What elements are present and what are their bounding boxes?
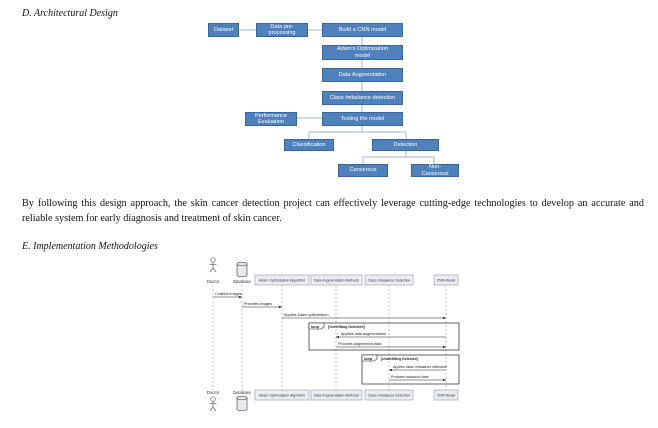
participant-database-top: Database bbox=[233, 279, 252, 284]
loop-overfitting-frame bbox=[308, 322, 460, 351]
flow-cancerous: Cancerous bbox=[338, 164, 388, 177]
flow-augmentation-label: Data Augmentation bbox=[338, 71, 387, 78]
lifelines bbox=[212, 285, 447, 390]
participant-adam-top-box bbox=[254, 274, 310, 286]
participant-cnn-top: CNN Model bbox=[437, 279, 456, 283]
participant-adam-top: Adam Optimization Algorithm bbox=[259, 279, 305, 283]
flow-preprocessing-label: Data pre- processing bbox=[268, 23, 296, 36]
participant-imbalance-top: Class Imbalance Detection bbox=[368, 279, 411, 283]
participant-doctor-bottom: Doctor bbox=[207, 390, 220, 395]
flow-performance: Performance Evaluation bbox=[245, 112, 297, 126]
flow-testing-label: Testing the model bbox=[340, 115, 385, 122]
loop-underfitting-guard: [Underfitting Detected] bbox=[381, 357, 418, 361]
flow-testing: Testing the model bbox=[322, 112, 403, 126]
msg-collects: Collects images bbox=[215, 292, 242, 296]
participant-imbalance-bottom: Class Imbalance Detection bbox=[368, 394, 411, 398]
participant-adam-bottom: Adam Optimization Algorithm bbox=[259, 394, 305, 398]
section-e-heading: E. Implementation Methodologies bbox=[22, 241, 158, 252]
loop-overfitting-tab bbox=[308, 322, 325, 330]
actor-doctor-bottom bbox=[209, 396, 217, 412]
flow-build-cnn: Build a CNN model bbox=[322, 23, 403, 37]
flow-non-cancerous: Non- Cancerous bbox=[411, 164, 459, 177]
msg-applies-aug: Applies data augmentation bbox=[341, 332, 386, 336]
flow-adam-label: Adam's Optimization model bbox=[336, 46, 389, 59]
msg-applies-cls: Applies class imbalance detection bbox=[393, 365, 447, 369]
participant-augment-top: Data Augmentation Methods bbox=[314, 279, 360, 283]
participant-augment-bottom: Data Augmentation Methods bbox=[314, 394, 360, 398]
loop-overfitting-guard: [Overfitting Detected] bbox=[328, 325, 365, 329]
loop-underfitting-keyword: loop bbox=[364, 357, 373, 361]
actor-doctor-top bbox=[209, 257, 217, 273]
actor-icon bbox=[210, 257, 216, 263]
section-d-heading: D. Architectural Design bbox=[22, 8, 118, 19]
participant-cnn-bottom-box bbox=[433, 389, 459, 401]
flow-imbalance: Class Imbalance detection bbox=[322, 91, 403, 105]
loop-overfitting-keyword: loop bbox=[311, 325, 320, 329]
flow-preprocessing: Data pre- processing bbox=[256, 23, 308, 37]
msg-provides-bal: Provides balanced data bbox=[391, 375, 429, 379]
msg-provides: Provides images bbox=[244, 302, 272, 306]
loop-underfitting-frame bbox=[361, 354, 460, 385]
flow-detection: Detection bbox=[372, 139, 439, 151]
participant-database-bottom: Database bbox=[233, 390, 252, 395]
flow-dataset-label: Dataset bbox=[213, 26, 234, 33]
participant-augment-top-box bbox=[310, 274, 363, 286]
loop-underfitting-tab bbox=[361, 354, 378, 362]
flow-detection-label: Detection bbox=[393, 141, 418, 148]
participant-doctor-top: Doctor bbox=[207, 279, 220, 284]
participant-cnn-bottom: CNN Model bbox=[437, 394, 456, 398]
participant-imbalance-bottom-box bbox=[364, 389, 414, 401]
flow-build-cnn-label: Build a CNN model bbox=[338, 26, 387, 33]
flow-non-cancerous-label: Non- Cancerous bbox=[421, 164, 449, 177]
flowchart-connectors bbox=[239, 29, 435, 164]
actor-icon bbox=[210, 396, 216, 402]
flow-adam: Adam's Optimization model bbox=[322, 45, 403, 60]
msg-applies-adam: Applies Adam optimization bbox=[284, 313, 329, 317]
flow-cancerous-label: Cancerous bbox=[349, 167, 377, 174]
participant-imbalance-top-box bbox=[364, 274, 414, 286]
flow-classification-label: Classification bbox=[292, 141, 326, 148]
flow-dataset: Dataset bbox=[208, 23, 239, 37]
flow-augmentation: Data Augmentation bbox=[322, 68, 403, 82]
flow-classification: Classification bbox=[284, 139, 334, 151]
flow-performance-label: Performance Evaluation bbox=[254, 112, 288, 125]
database-top-icon bbox=[236, 261, 248, 278]
database-bottom-icon bbox=[236, 395, 248, 412]
msg-provides-aug: Provides augmented data bbox=[338, 342, 382, 346]
body-paragraph: By following this design approach, the s… bbox=[22, 198, 644, 224]
participant-cnn-top-box bbox=[433, 274, 459, 286]
flow-imbalance-label: Class Imbalance detection bbox=[329, 94, 396, 101]
participant-adam-bottom-box bbox=[254, 389, 310, 401]
participant-augment-bottom-box bbox=[310, 389, 363, 401]
